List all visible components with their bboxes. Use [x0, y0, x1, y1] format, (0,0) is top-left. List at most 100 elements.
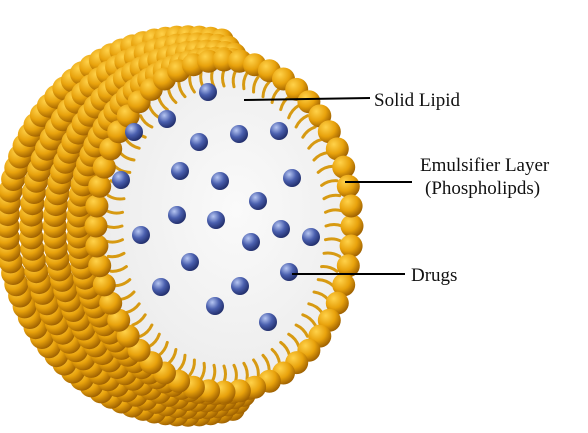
phospholipid-tail — [232, 363, 238, 383]
phospholipid-tail — [188, 75, 196, 94]
phospholipid-head-icon — [339, 194, 363, 218]
phospholipid-head-icon — [99, 137, 123, 161]
drug-molecule-icon — [199, 83, 217, 101]
solid-lipid-core — [102, 66, 346, 386]
drug-molecule-icon — [181, 253, 199, 271]
drug-molecule-icon — [168, 206, 186, 224]
phospholipid-tail — [316, 278, 335, 288]
phospholipid-tail — [139, 323, 154, 338]
phospholipid-tail — [287, 332, 301, 349]
drug-molecule-icon — [158, 110, 176, 128]
phospholipid-tail — [261, 80, 271, 99]
phospholipid-tail — [252, 75, 260, 94]
drug-molecule-icon — [230, 125, 248, 143]
phospholipid-tail — [147, 332, 161, 349]
phospholipid-tail — [210, 363, 217, 383]
phospholipid-tail — [105, 238, 124, 244]
drug-molecule-icon — [211, 172, 229, 190]
phospholipid-head-icon — [88, 254, 112, 278]
phospholipid-head-icon — [84, 214, 108, 238]
drug-molecule-icon — [242, 233, 260, 251]
phospholipid-tail — [307, 137, 324, 150]
phospholipid-tail — [294, 114, 309, 129]
phospholipid-head-icon — [332, 273, 356, 297]
phospholipid-tail — [113, 164, 132, 174]
phospholipid-tail — [270, 348, 282, 366]
drug-molecule-icon — [283, 169, 301, 187]
phospholipid-tail — [322, 251, 342, 258]
drug-molecule-icon — [171, 162, 189, 180]
label-solid-lipid: Solid Lipid — [374, 90, 461, 111]
phospholipid-tail — [131, 313, 147, 327]
drug-molecule-icon — [270, 122, 288, 140]
drug-molecule-icon — [272, 220, 290, 238]
phospholipid-tail — [109, 265, 128, 273]
drug-molecule-icon — [206, 297, 224, 315]
phospholipid-tail — [188, 358, 196, 377]
phospholipid-tail — [324, 208, 343, 214]
phospholipid-head-icon — [339, 234, 363, 258]
drug-molecule-icon — [112, 171, 130, 189]
phospholipid-head-icon — [85, 234, 109, 258]
phospholipid-tail — [139, 114, 154, 129]
phospholipid-tail — [287, 103, 301, 120]
drug-molecule-icon — [125, 123, 143, 141]
phospholipid-tail — [105, 209, 124, 215]
phospholipid-head-icon — [336, 174, 360, 198]
drug-molecule-icon — [132, 226, 150, 244]
phospholipid-tail — [301, 313, 317, 327]
phospholipid-tail — [222, 364, 227, 384]
phospholipid-tail — [104, 224, 124, 229]
phospholipid-tail — [320, 179, 339, 187]
phospholipid-tail — [324, 237, 343, 243]
drug-molecule-icon — [280, 263, 298, 281]
phospholipid-tail — [316, 164, 335, 174]
phospholipid-tail — [322, 193, 342, 201]
drug-molecule-icon — [152, 278, 170, 296]
drug-molecule-icon — [190, 133, 208, 151]
phospholipid-tail — [177, 353, 187, 372]
callout-line-solid-lipid — [243, 97, 371, 101]
phospholipid-tail — [106, 194, 126, 201]
phospholipid-tail — [199, 361, 206, 381]
phospholipid-tail — [242, 361, 249, 381]
phospholipid-head-icon — [88, 174, 112, 198]
phospholipid-tail — [320, 265, 339, 273]
phospholipid-head-icon — [107, 308, 131, 332]
label-drugs: Drugs — [411, 265, 457, 286]
phospholipid-tail — [166, 86, 178, 104]
phospholipid-head-icon — [92, 155, 116, 179]
phospholipid-tail — [113, 278, 132, 288]
phospholipid-head-icon — [325, 137, 349, 161]
phospholipid-tail — [242, 71, 249, 91]
phospholipid-tail — [301, 125, 317, 139]
phospholipid-tail — [307, 302, 324, 315]
phospholipid-head-icon — [336, 254, 360, 278]
phospholipid-head-icon — [99, 291, 123, 315]
phospholipid-head-icon — [85, 194, 109, 218]
phospholipid-tail — [294, 323, 309, 338]
phospholipid-tail — [324, 223, 344, 228]
drug-molecule-icon — [231, 277, 249, 295]
phospholipid-head-icon — [317, 120, 341, 144]
drug-molecule-icon — [259, 313, 277, 331]
phospholipid-head-icon — [325, 291, 349, 315]
phospholipid-head-icon — [332, 155, 356, 179]
phospholipid-tail — [221, 68, 226, 88]
phospholipid-tail — [177, 80, 187, 99]
drug-molecule-icon — [207, 211, 225, 229]
drug-molecule-icon — [249, 192, 267, 210]
phospholipid-tail — [124, 302, 141, 315]
phospholipid-tail — [231, 69, 238, 89]
drug-molecule-icon — [302, 228, 320, 246]
phospholipid-tail — [261, 353, 271, 372]
phospholipid-tail — [106, 251, 126, 259]
phospholipid-head-icon — [340, 214, 364, 238]
phospholipid-tail — [147, 103, 161, 120]
phospholipid-tail — [124, 137, 141, 150]
label-emulsifier-layer: Emulsifier Layer — [420, 155, 550, 176]
label-phospholipids: (Phospholipds) — [425, 178, 540, 199]
phospholipid-head-icon — [92, 273, 116, 297]
phospholipid-tail — [252, 358, 260, 377]
